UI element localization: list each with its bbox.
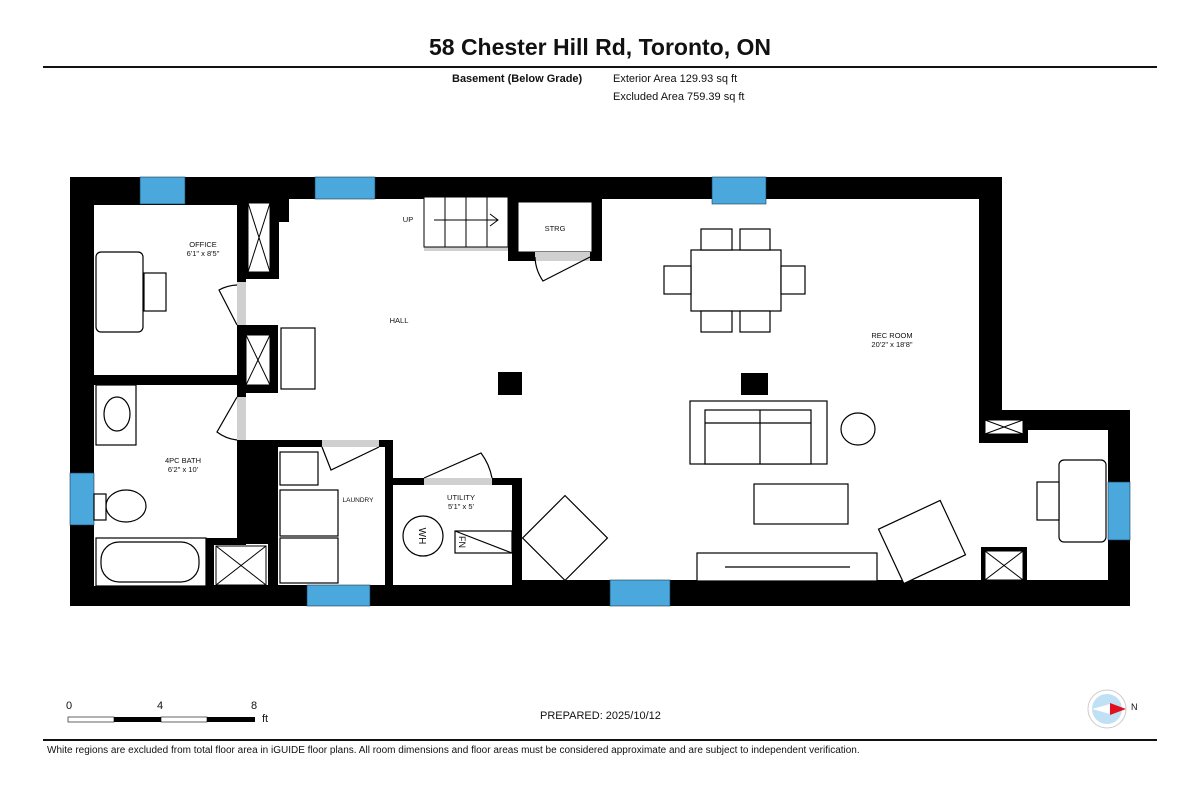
office-desk: [95, 251, 144, 333]
compass-north-label: N: [1131, 702, 1138, 712]
utility-dims: 5'1" x 5': [448, 502, 475, 511]
cabinet: [280, 327, 316, 390]
toilet: [105, 489, 147, 523]
water-heater: [402, 515, 444, 557]
hall-label: HALL: [390, 316, 409, 325]
prepared-date: PREPARED: 2025/10/12: [540, 710, 661, 722]
rec-room-dims: 20'2" x 18'8": [871, 340, 912, 349]
door-swings: [216, 256, 591, 479]
scale-tick-4: 4: [157, 700, 164, 712]
furniture: [93, 228, 1107, 587]
page-title: 58 Chester Hill Rd, Toronto, ON: [428, 34, 772, 60]
scale-bar: [67, 716, 255, 723]
laundry-sink: [279, 451, 319, 486]
sink: [103, 396, 131, 432]
dining-table: [690, 249, 782, 312]
storage-room: [517, 201, 593, 253]
utility-label: UTILITY: [447, 493, 475, 502]
scale-unit: ft: [262, 713, 269, 725]
side-table: [840, 412, 876, 446]
scale-tick-8: 8: [251, 700, 258, 712]
floor-name: Basement (Below Grade): [452, 73, 583, 85]
storage-label: STRG: [545, 224, 566, 233]
compass-icon: [1087, 689, 1127, 729]
washer: [279, 489, 339, 537]
coffee-table: [753, 483, 849, 525]
dryer: [279, 537, 339, 584]
scale-tick-0: 0: [66, 700, 73, 712]
alcove-desk: [1058, 459, 1107, 543]
rec-room-label: REC ROOM: [871, 331, 912, 340]
armchair-left: [521, 494, 609, 582]
office-label: OFFICE: [189, 240, 217, 249]
header-divider: [43, 66, 1157, 68]
water-heater-label: WH: [416, 528, 427, 545]
bath-dims: 6'2" x 10': [168, 465, 199, 474]
hall-column: [498, 372, 522, 395]
furnace-label: FN: [457, 536, 467, 548]
stairs: [423, 196, 509, 248]
disclaimer: White regions are excluded from total fl…: [47, 745, 860, 756]
door-openings: [237, 247, 590, 485]
stairs-up-label: UP: [403, 215, 413, 224]
rec-column: [741, 373, 768, 395]
excluded-area: Excluded Area 759.39 sq ft: [613, 91, 745, 103]
armchair-right: [877, 499, 967, 585]
exterior-area: Exterior Area 129.93 sq ft: [613, 73, 738, 85]
bath-label: 4PC BATH: [165, 456, 201, 465]
footer-divider: [43, 739, 1157, 741]
office-dims: 6'1" x 8'5": [187, 249, 220, 258]
alcove-chair: [1036, 481, 1060, 521]
laundry-label: LAUNDRY: [343, 497, 375, 504]
office-chair: [143, 272, 167, 312]
windows: [69, 176, 1131, 607]
